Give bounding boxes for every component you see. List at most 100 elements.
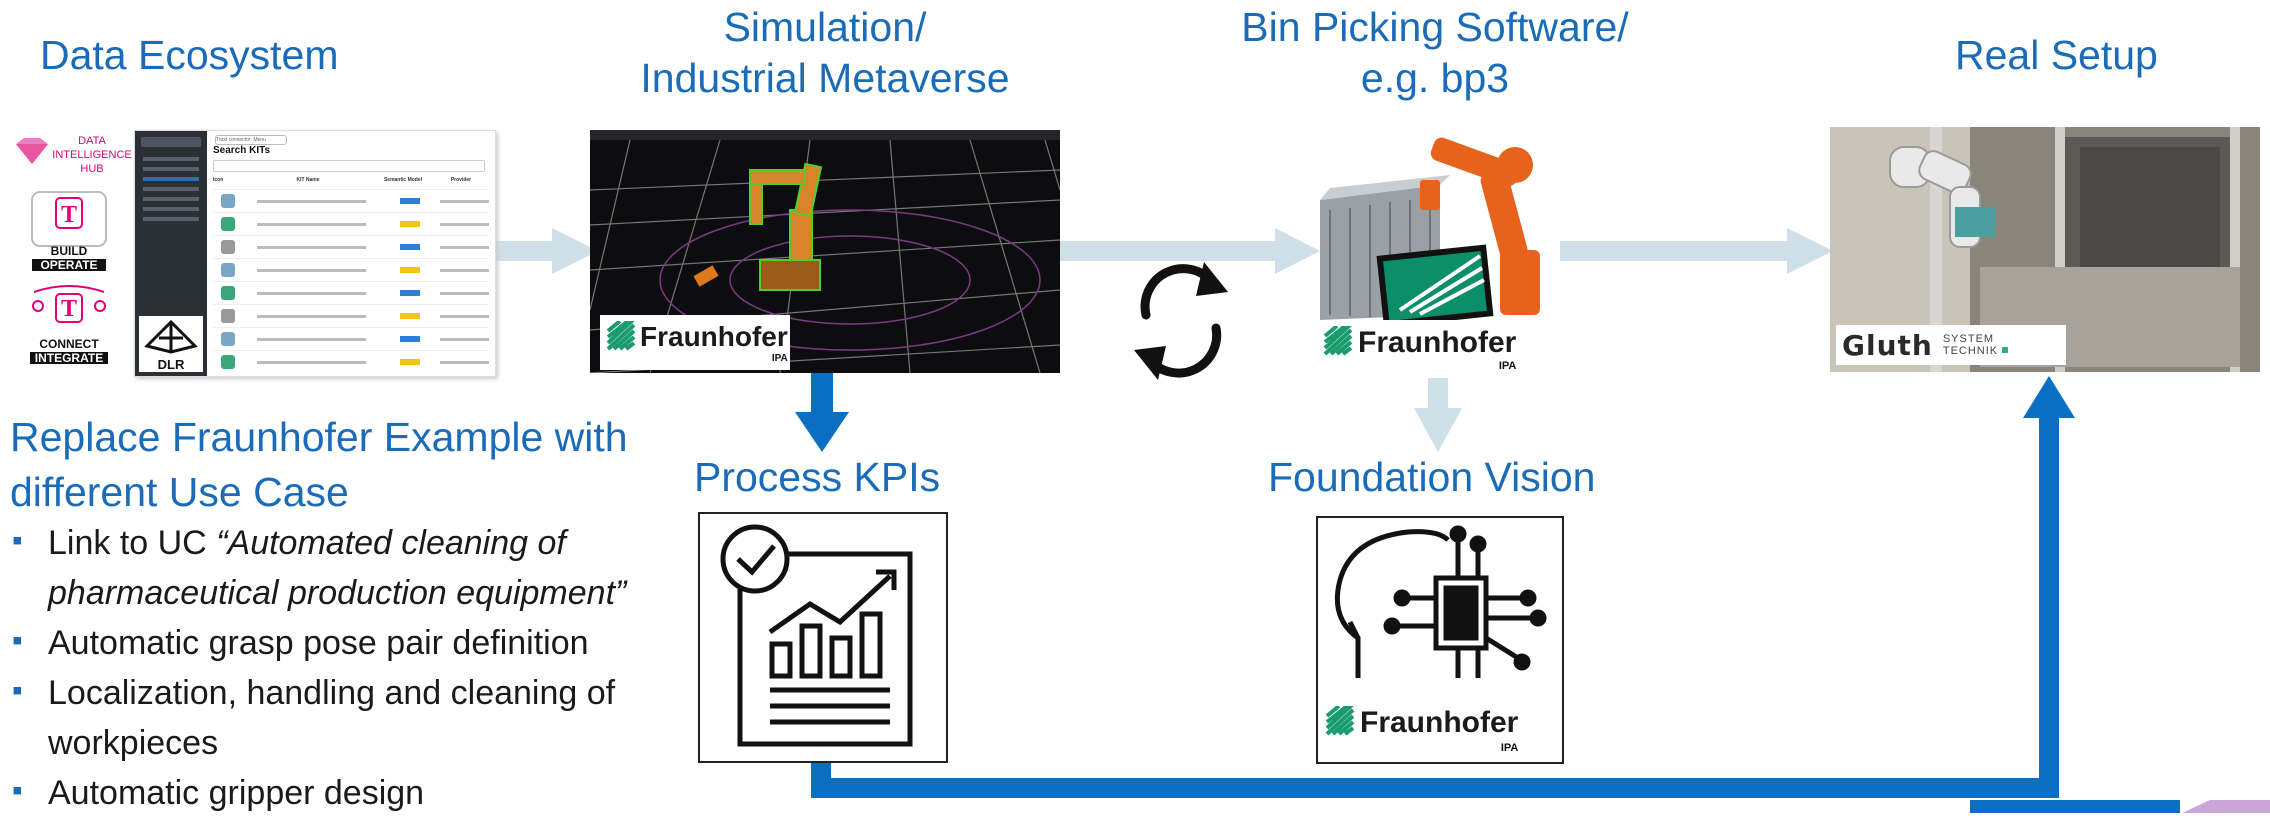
- bullet-line: Link to UC “Automated cleaning of: [48, 518, 692, 568]
- telekom-connect-icon: T: [32, 285, 106, 323]
- provider-placeholder: [439, 360, 489, 364]
- kit-name-placeholder: [256, 268, 366, 272]
- bullet-line: Localization, handling and cleaning of: [48, 668, 692, 718]
- dlr-text: DLR: [157, 357, 185, 372]
- connect-integrate-logo: T CONNECT INTEGRATE: [28, 282, 110, 364]
- simulation-screenshot: Fraunhofer IPA: [590, 130, 1060, 373]
- semantic-model-badge: [399, 267, 420, 273]
- provider-placeholder: [439, 245, 489, 249]
- connect-text: CONNECT: [39, 337, 99, 351]
- portal-col-model: Semantic Model: [383, 177, 423, 183]
- arrow-binpick-to-vision-head: [1414, 408, 1462, 452]
- kit-name-placeholder: [256, 360, 366, 364]
- bullet-marker: ▪: [12, 624, 23, 657]
- bullet-item: ▪ Automatic gripper design: [12, 768, 692, 818]
- portal-table-row[interactable]: [213, 281, 489, 304]
- bullet-item: ▪ Localization, handling and cleaning of w…: [12, 668, 692, 768]
- portal-search-input[interactable]: [213, 160, 485, 172]
- bullet-marker: ▪: [12, 774, 23, 807]
- sync-icon-head1: [1196, 262, 1228, 296]
- portal-screenshot: DLR Trust connector: Menu Search KITs Ic…: [134, 130, 496, 377]
- fraunhofer-ipa-text-binpick: IPA: [1498, 360, 1517, 372]
- portal-table-row[interactable]: [213, 212, 489, 235]
- fraunhofer-logo-sim: Fraunhofer IPA: [600, 315, 790, 370]
- bullet-marker: ▪: [12, 674, 23, 707]
- portal-table-row[interactable]: [213, 327, 489, 350]
- portal-table-row[interactable]: [213, 304, 489, 327]
- kit-name-placeholder: [256, 222, 366, 226]
- portal-table-row[interactable]: [213, 235, 489, 258]
- kit-icon: [221, 263, 235, 277]
- sync-icon-head2: [1134, 346, 1166, 380]
- heading-simulation: Simulation/ Industrial Metaverse: [600, 2, 1050, 104]
- portal-table-row[interactable]: [213, 189, 489, 212]
- arrow-portal-to-sim-head: [552, 228, 598, 274]
- gluth-dot: [2002, 347, 2009, 353]
- provider-placeholder: [439, 314, 489, 318]
- heading-bin-picking: Bin Picking Software/ e.g. bp3: [1200, 2, 1670, 104]
- ai-head-icon: [1334, 525, 1547, 678]
- fraunhofer-icon-binpick: [1323, 326, 1353, 356]
- fraunhofer-ipa-text-vision: IPA: [1500, 742, 1519, 754]
- portal-table-header: Icon KIT Name Semantic Model Provider: [213, 177, 489, 187]
- fraunhofer-text: Fraunhofer: [640, 321, 788, 352]
- gluth-system-text: SYSTEM: [1942, 333, 1995, 345]
- kit-icon: [221, 194, 235, 208]
- arrow-kpi-to-real-line: [811, 410, 2059, 798]
- arrow-sim-to-kpi-shaft: [811, 372, 833, 416]
- kit-name-placeholder: [256, 291, 366, 295]
- arrow-portal-to-sim-shaft: [495, 241, 555, 261]
- fraunhofer-icon: [606, 321, 636, 351]
- kit-icon: [221, 332, 235, 346]
- heading-real-setup: Real Setup: [1955, 32, 2158, 78]
- corner-logo-fragment: [1970, 796, 2270, 813]
- portal-sidebar: DLR: [135, 131, 207, 376]
- portal-table-body: [213, 189, 489, 373]
- kit-name-placeholder: [256, 199, 366, 203]
- portal-table-row[interactable]: [213, 258, 489, 281]
- provider-placeholder: [439, 199, 489, 203]
- bullet-text: workpieces: [48, 724, 219, 762]
- build-text: BUILD: [50, 244, 88, 258]
- fraunhofer-logo-vision: Fraunhofer IPA: [1320, 704, 1540, 760]
- report-chart-icon: [720, 524, 913, 747]
- semantic-model-badge: [399, 313, 420, 319]
- orange-robot: [1420, 137, 1540, 315]
- kit-name-placeholder: [256, 314, 366, 318]
- replace-title: Replace Fraunhofer Example with differen…: [10, 410, 628, 520]
- dlr-icon: [144, 319, 198, 354]
- bullet-text: Automatic gripper design: [48, 774, 425, 812]
- kit-icon: [221, 355, 235, 369]
- bullet-line: pharmaceutical production equipment”: [48, 568, 692, 618]
- integrate-text: INTEGRATE: [30, 352, 108, 364]
- heading-simulation-line2: Industrial Metaverse: [640, 55, 1010, 101]
- bullet-text: Link to UC: [48, 524, 217, 562]
- semantic-model-badge: [399, 198, 420, 204]
- bin-picking-scene: [1320, 137, 1540, 328]
- kit-icon: [221, 217, 235, 231]
- arrow-kpi-to-real-head: [2023, 376, 2075, 418]
- fraunhofer-ipa-text: IPA: [771, 353, 788, 364]
- portal-table-row[interactable]: [213, 350, 489, 373]
- portal-page-title: Search KITs: [213, 145, 271, 156]
- portal-col-name: KIT Name: [296, 177, 320, 183]
- heading-bin-picking-line2: e.g. bp3: [1360, 55, 1510, 101]
- operate-text: OPERATE: [32, 259, 106, 271]
- bullet-item: ▪Automatic grasp pose pair definition: [12, 618, 692, 668]
- replace-title-line1: Replace Fraunhofer Example with: [10, 414, 628, 460]
- semantic-model-badge: [399, 290, 420, 296]
- fraunhofer-icon-vision: [1325, 706, 1355, 736]
- bullet-line: Automatic gripper design: [48, 768, 692, 818]
- fraunhofer-text-vision: Fraunhofer: [1360, 706, 1519, 739]
- semantic-model-badge: [399, 359, 420, 365]
- portal-menu-pill[interactable]: Trust connector: Menu: [215, 135, 287, 145]
- kit-icon: [221, 309, 235, 323]
- corner-brand-icon: [1970, 800, 2270, 813]
- bullet-marker: ▪: [12, 524, 23, 557]
- provider-placeholder: [439, 268, 489, 272]
- heading-bin-picking-line1: Bin Picking Software/: [1241, 4, 1629, 50]
- provider-placeholder: [439, 291, 489, 295]
